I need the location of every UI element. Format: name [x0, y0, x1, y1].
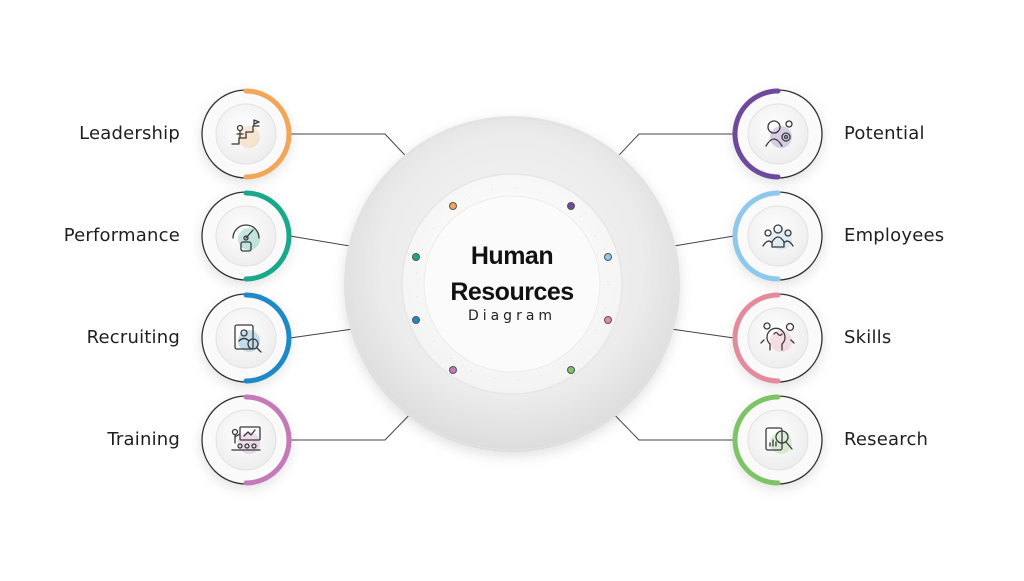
node-research — [732, 394, 823, 486]
skills-brain-icon — [760, 322, 795, 352]
performance-gauge-icon — [232, 224, 260, 252]
anchor-dot-left-0 — [449, 202, 457, 210]
center-title-block: Human Resources Diagram — [412, 238, 612, 324]
node-employees — [732, 190, 823, 282]
label-research: Research — [844, 429, 929, 450]
anchor-dot-right-3 — [567, 366, 575, 374]
center-subtitle: Diagram — [467, 308, 557, 324]
anchor-dot-left-2 — [412, 316, 420, 324]
label-skills: Skills — [844, 327, 892, 348]
recruiting-resume-icon — [234, 324, 262, 353]
node-recruiting-inner — [215, 307, 277, 369]
employees-group-icon — [762, 224, 794, 250]
label-potential: Potential — [844, 123, 925, 144]
item-nodes — [201, 88, 823, 486]
node-recruiting-accent-arc — [243, 292, 292, 384]
node-research-inner — [747, 409, 809, 471]
node-leadership-accent-arc — [243, 88, 292, 180]
center-face — [423, 195, 601, 373]
node-research-accent-arc — [732, 394, 781, 486]
center-title-line1: Human — [470, 242, 554, 270]
leadership-stairs-icon — [231, 119, 260, 148]
label-training: Training — [107, 429, 180, 450]
research-magnifier-icon — [765, 427, 793, 454]
center-title-line2: Resources — [450, 278, 574, 306]
node-potential — [732, 88, 823, 180]
label-performance: Performance — [63, 225, 180, 246]
anchor-dot-left-3 — [449, 366, 457, 374]
node-skills-accent-arc — [732, 292, 781, 384]
center-title: Human Resources — [412, 238, 612, 310]
label-employees: Employees — [844, 225, 945, 246]
node-employees-inner — [747, 205, 809, 267]
node-recruiting — [201, 292, 292, 384]
node-training — [201, 394, 292, 486]
node-skills-inner — [747, 307, 809, 369]
anchor-dot-right-2 — [604, 316, 612, 324]
node-potential-inner — [747, 103, 809, 165]
center-outer-ring-rim — [345, 117, 679, 451]
potential-person-gears-icon — [765, 120, 793, 148]
node-leadership — [201, 88, 292, 180]
node-training-accent-arc — [243, 394, 292, 486]
node-employees-accent-arc — [732, 190, 781, 282]
node-skills — [732, 292, 823, 384]
anchor-dot-right-1 — [604, 253, 612, 261]
label-leadership: Leadership — [79, 123, 180, 144]
center-hub — [344, 116, 680, 452]
node-potential-accent-arc — [732, 88, 781, 180]
label-recruiting: Recruiting — [86, 327, 180, 348]
anchor-dot-left-1 — [412, 253, 420, 261]
center-inner-dotted-ring — [415, 187, 609, 381]
anchor-dots — [412, 202, 612, 374]
node-performance — [201, 190, 292, 282]
training-presentation-icon — [231, 426, 261, 454]
node-performance-accent-arc — [243, 190, 292, 282]
anchor-dot-right-0 — [567, 202, 575, 210]
